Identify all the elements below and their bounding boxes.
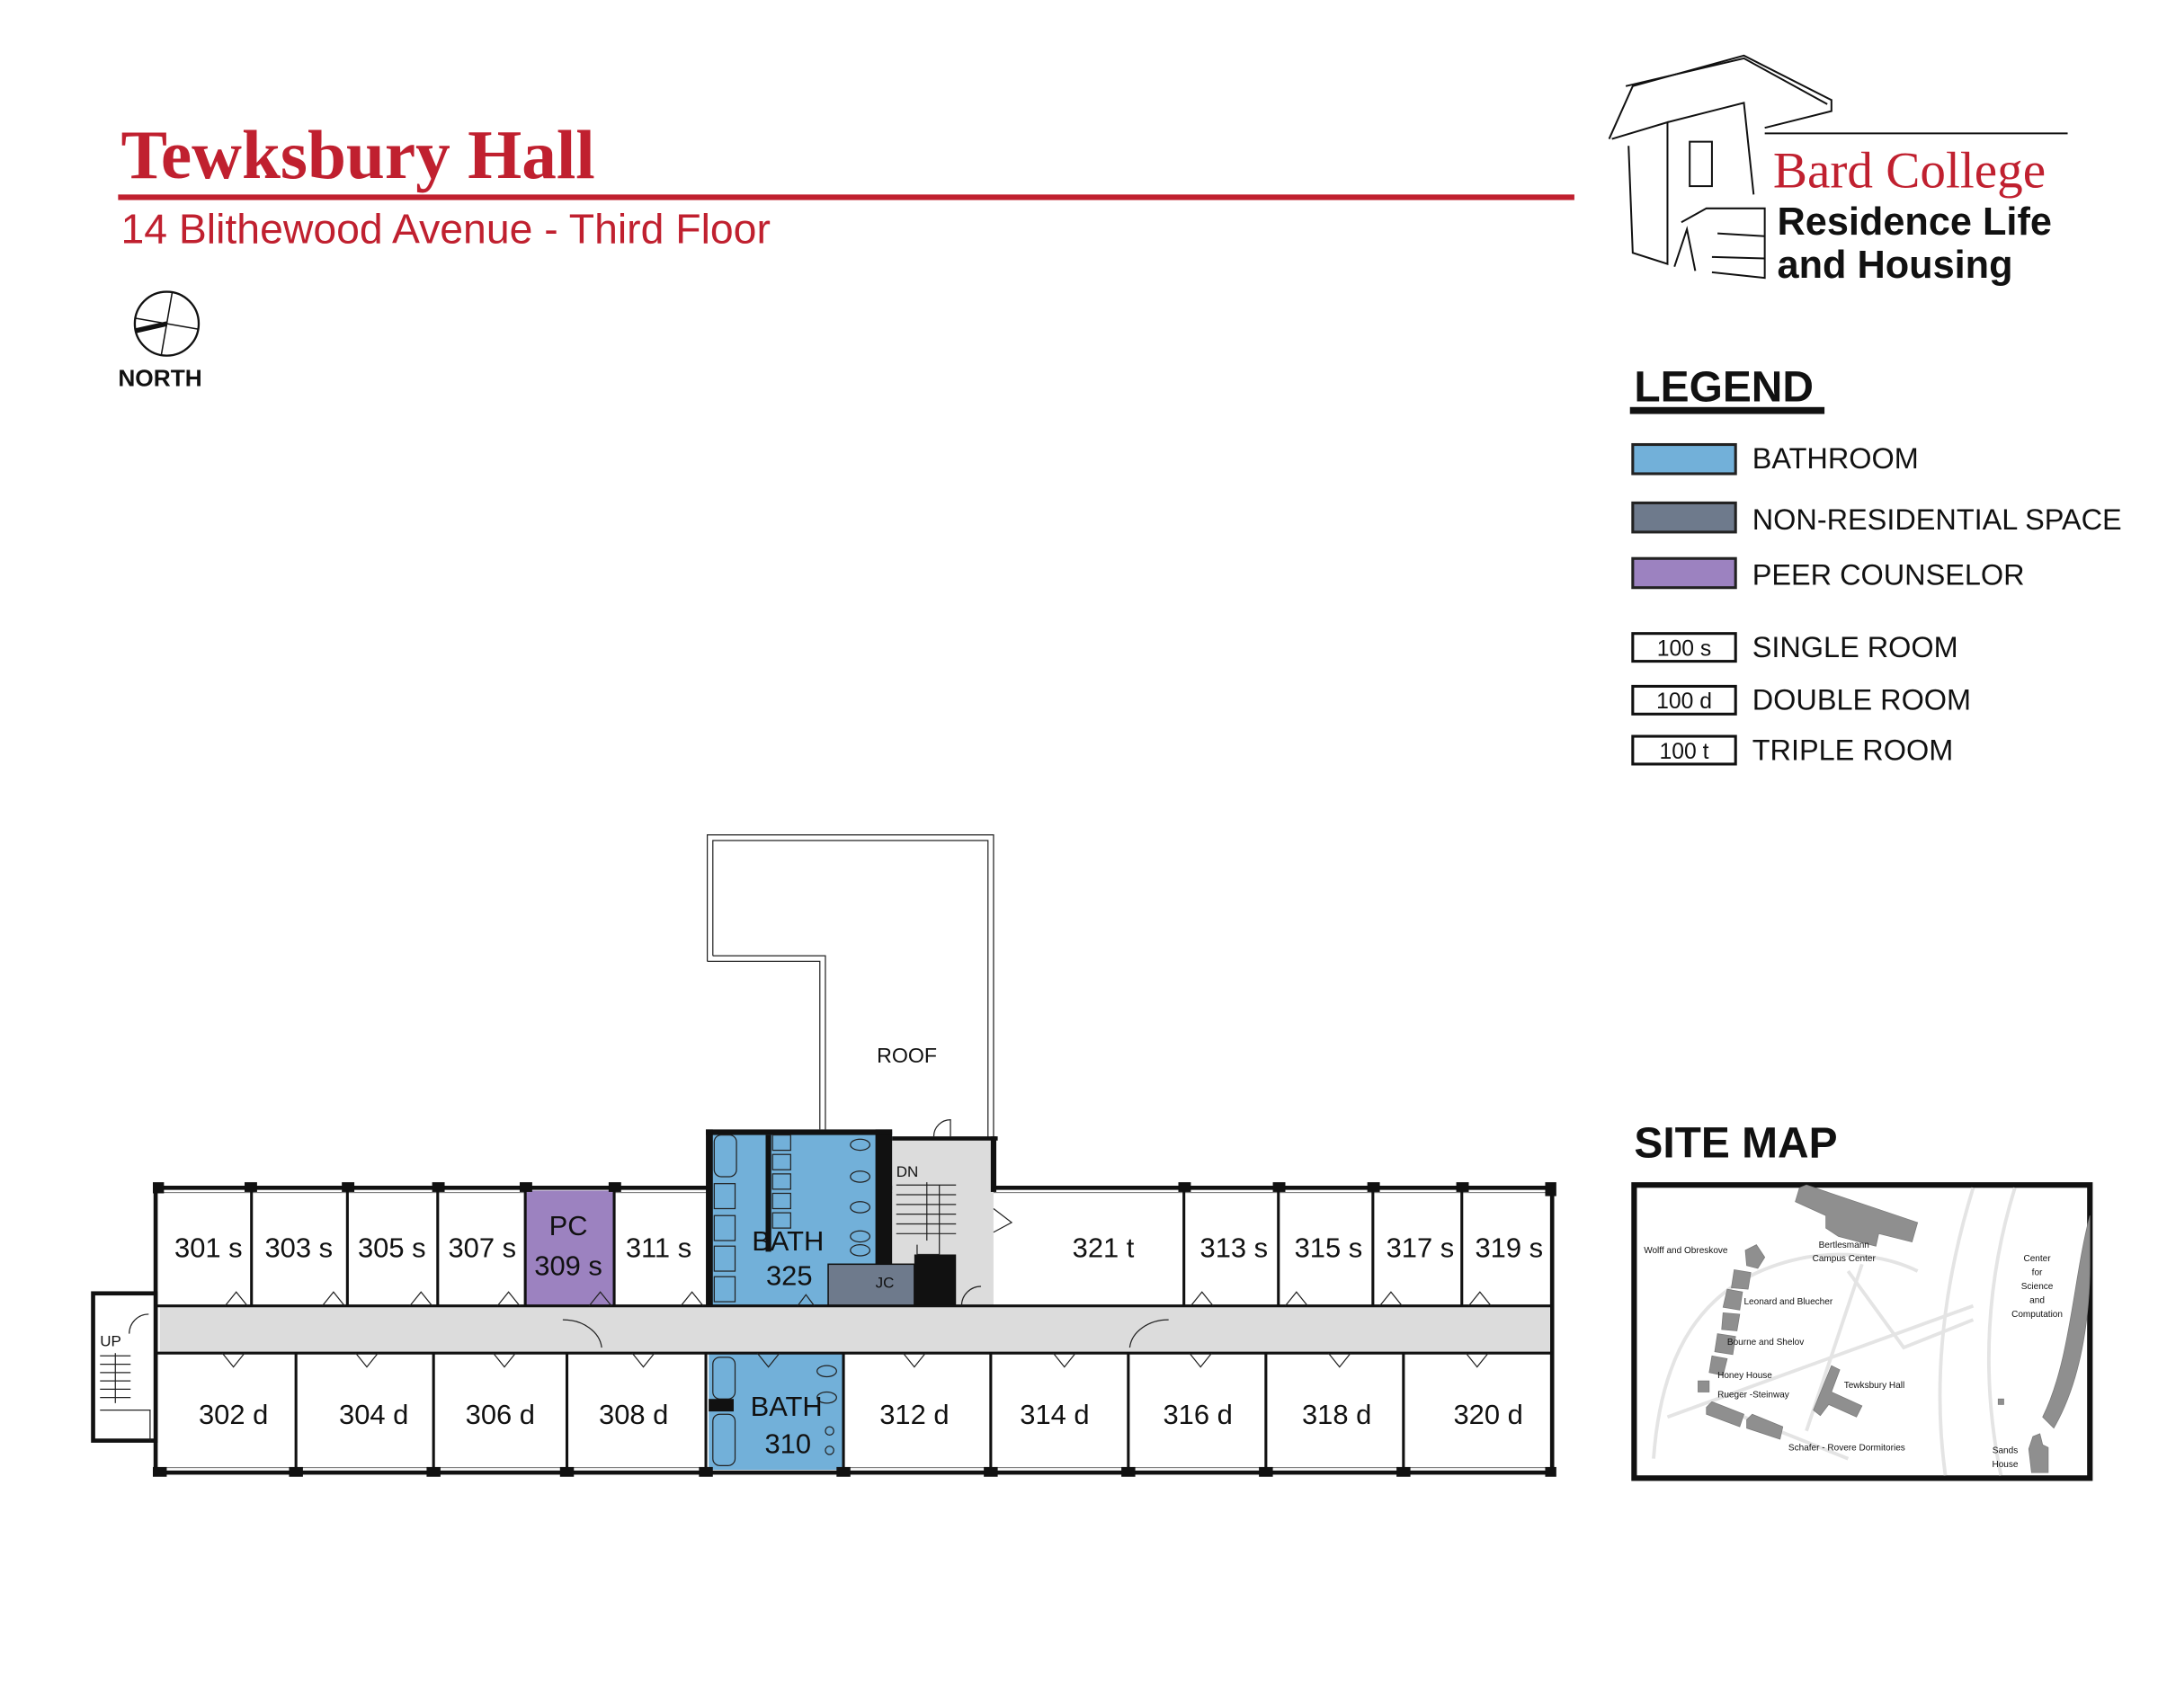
- site-label-sands-2: House: [1992, 1460, 2018, 1470]
- peer-counselor-label: PC: [549, 1210, 588, 1241]
- site-label-center-5: Computation: [2011, 1310, 2063, 1320]
- site-building-science-center: [2042, 1215, 2091, 1429]
- legend-swatch-single-text: 100 s: [1657, 636, 1711, 661]
- room-311[interactable]: 311 s: [626, 1232, 691, 1264]
- room-310[interactable]: 310: [764, 1428, 811, 1459]
- janitor-closet[interactable]: [827, 1263, 915, 1307]
- shaft: [914, 1254, 957, 1306]
- room-313[interactable]: 313 s: [1200, 1232, 1269, 1264]
- site-label-center-3: Science: [2021, 1282, 2054, 1292]
- bath-310-label: BATH: [751, 1391, 823, 1422]
- room-309[interactable]: 309 s: [534, 1250, 602, 1282]
- legend-swatch-double: [1631, 684, 1737, 716]
- stairs-down-icon: [896, 1182, 957, 1256]
- legend-label-peer-counselor: PEER COUNSELOR: [1752, 559, 2025, 592]
- room-302[interactable]: 302 d: [199, 1399, 268, 1430]
- room-314[interactable]: 314 d: [1020, 1399, 1089, 1430]
- room-307[interactable]: 307 s: [448, 1232, 516, 1264]
- site-building-schafer: [1706, 1401, 1744, 1428]
- site-label-rueger: Rueger -Steinway: [1717, 1391, 1789, 1401]
- wall-piers: [152, 1182, 1556, 1477]
- peer-counselor-room-309[interactable]: [525, 1190, 615, 1306]
- site-building-tewksbury: [1813, 1365, 1863, 1418]
- site-building-bertelsmann: [1795, 1184, 1919, 1247]
- janitor-closet-label: JC: [876, 1275, 895, 1292]
- page-title: Tewksbury Hall: [120, 116, 594, 193]
- north-compass-icon: [133, 290, 201, 357]
- legend-swatch-peer-counselor: [1631, 556, 1737, 590]
- site-label-center-2: for: [2032, 1268, 2043, 1278]
- legend-label-double: DOUBLE ROOM: [1752, 684, 1971, 716]
- site-label-bertelsmann-2: Campus Center: [1813, 1254, 1877, 1264]
- logo-dept-line2: and Housing: [1778, 244, 2013, 287]
- site-label-wolff: Wolff and Obreskove: [1644, 1246, 1728, 1256]
- legend: LEGEND BATHROOM NON-RESIDENTIAL SPACE PE…: [1629, 364, 2122, 766]
- room-317[interactable]: 317 s: [1387, 1232, 1455, 1264]
- site-label-center-1: Center: [2023, 1254, 2051, 1264]
- stairs-down-label: DN: [896, 1163, 919, 1180]
- site-building-bourne: [1714, 1333, 1736, 1356]
- site-label-sands-1: Sands: [1993, 1446, 2018, 1455]
- room-304[interactable]: 304 d: [339, 1399, 408, 1430]
- top-room-dividers: [250, 1188, 1464, 1306]
- stairwell-up[interactable]: [91, 1291, 158, 1443]
- site-building-sands: [2028, 1433, 2049, 1473]
- page-subtitle: 14 Blithewood Avenue - Third Floor: [120, 205, 770, 252]
- logo-dept-line1: Residence Life: [1778, 200, 2052, 244]
- legend-swatch-single: [1631, 632, 1737, 663]
- legend-title: LEGEND: [1634, 364, 1814, 412]
- site-map-paths: [1652, 1187, 2017, 1476]
- site-building-wolff: [1744, 1244, 1766, 1269]
- room-312[interactable]: 312 d: [879, 1399, 949, 1430]
- roof-label: ROOF: [877, 1044, 937, 1067]
- legend-swatch-triple-text: 100 t: [1660, 740, 1709, 764]
- roof-door: [932, 1118, 951, 1137]
- corridor: [159, 1305, 1550, 1354]
- bard-logo: Bard College Residence Life and Housing: [1608, 54, 2068, 287]
- north-label: NORTH: [118, 365, 201, 392]
- site-label-tewksbury: Tewksbury Hall: [1844, 1381, 1904, 1391]
- bottom-room-dividers: [294, 1353, 1405, 1473]
- site-label-bourne: Bourne and Shelov: [1727, 1338, 1804, 1348]
- legend-label-single: SINGLE ROOM: [1752, 631, 1958, 663]
- room-303[interactable]: 303 s: [264, 1232, 333, 1264]
- legend-label-triple: TRIPLE ROOM: [1752, 734, 1953, 766]
- legend-underline: [1629, 406, 1825, 414]
- room-305[interactable]: 305 s: [358, 1232, 426, 1264]
- legend-label-bathroom: BATHROOM: [1752, 442, 1919, 475]
- roof-outline: [706, 834, 994, 1140]
- stairs-up-icon: [100, 1313, 151, 1441]
- room-321[interactable]: 321 t: [1073, 1232, 1135, 1264]
- legend-label-non-residential: NON-RESIDENTIAL SPACE: [1752, 503, 2122, 536]
- bath-325-label: BATH: [752, 1225, 824, 1257]
- room-325[interactable]: 325: [766, 1259, 813, 1291]
- site-building-honey: [1698, 1380, 1710, 1392]
- room-306[interactable]: 306 d: [466, 1399, 535, 1430]
- site-label-bertelsmann-1: Bertlesmann: [1819, 1241, 1869, 1250]
- stairs-up-label: UP: [100, 1332, 121, 1349]
- logo-college-name: Bard College: [1773, 143, 2046, 200]
- legend-swatch-triple: [1631, 734, 1737, 766]
- title-rule: [118, 194, 1574, 200]
- site-map-title: SITE MAP: [1634, 1119, 1837, 1167]
- floor-plan: ROOF: [91, 834, 1556, 1477]
- bath-fixtures: [712, 1134, 871, 1467]
- room-320[interactable]: 320 d: [1453, 1399, 1522, 1430]
- site-map: Wolff and Obreskove Bertlesmann Campus C…: [1631, 1182, 2093, 1481]
- legend-swatch-bathroom: [1631, 442, 1737, 476]
- legend-swatch-non-residential: [1631, 501, 1737, 534]
- site-label-center-4: and: [2029, 1296, 2045, 1306]
- building-sketch-icon: [1608, 54, 2068, 280]
- doors: [221, 1207, 1492, 1368]
- legend-swatch-double-text: 100 d: [1656, 689, 1712, 714]
- room-315[interactable]: 315 s: [1295, 1232, 1363, 1264]
- site-label-leonard: Leonard and Bluecher: [1743, 1297, 1833, 1307]
- site-label-honey: Honey House: [1717, 1371, 1772, 1381]
- site-label-schafer: Schafer - Rovere Dormitories: [1788, 1443, 1905, 1453]
- room-308[interactable]: 308 d: [599, 1399, 668, 1430]
- room-316[interactable]: 316 d: [1163, 1399, 1232, 1430]
- room-301[interactable]: 301 s: [174, 1232, 243, 1264]
- room-318[interactable]: 318 d: [1302, 1399, 1371, 1430]
- room-319[interactable]: 319 s: [1476, 1232, 1544, 1264]
